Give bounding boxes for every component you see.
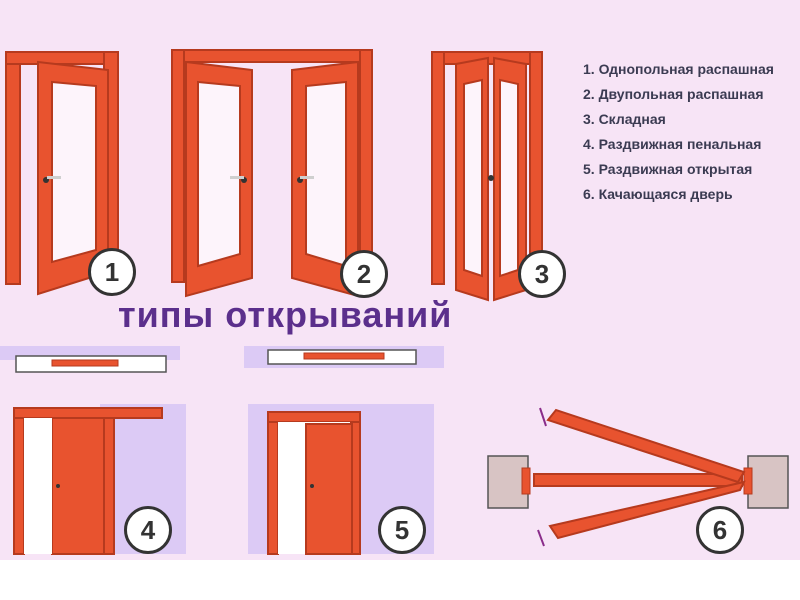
legend-item-4: 4. Раздвижная пенальная — [583, 136, 762, 152]
badge-6: 6 — [696, 506, 744, 554]
legend-item-2: 2. Двупольная распашная — [583, 86, 764, 102]
door-illustrations — [0, 49, 789, 555]
door-type-3-folding — [431, 51, 543, 302]
badge-2: 2 — [340, 250, 388, 298]
legend-item-6: 6. Качающаяся дверь — [583, 186, 733, 202]
door-type-6-pendulum — [487, 407, 789, 547]
badge-1: 1 — [88, 248, 136, 296]
door-types-legend: 1. Однопольная распашная 2. Двупольная р… — [583, 60, 800, 210]
plan-view-strips — [0, 346, 444, 373]
badge-3: 3 — [518, 250, 566, 298]
legend-item-3: 3. Складная — [583, 111, 666, 127]
badge-4: 4 — [124, 506, 172, 554]
legend-item-1: 1. Однопольная распашная — [583, 61, 774, 77]
door-type-2-double-swing — [171, 49, 373, 298]
diagram-title: типы открываний — [118, 294, 453, 335]
diagram-canvas: 1. Однопольная распашная 2. Двупольная р… — [0, 0, 800, 560]
legend-item-5: 5. Раздвижная открытая — [583, 161, 753, 177]
door-type-5-open-sliding — [248, 404, 434, 555]
badge-5: 5 — [378, 506, 426, 554]
